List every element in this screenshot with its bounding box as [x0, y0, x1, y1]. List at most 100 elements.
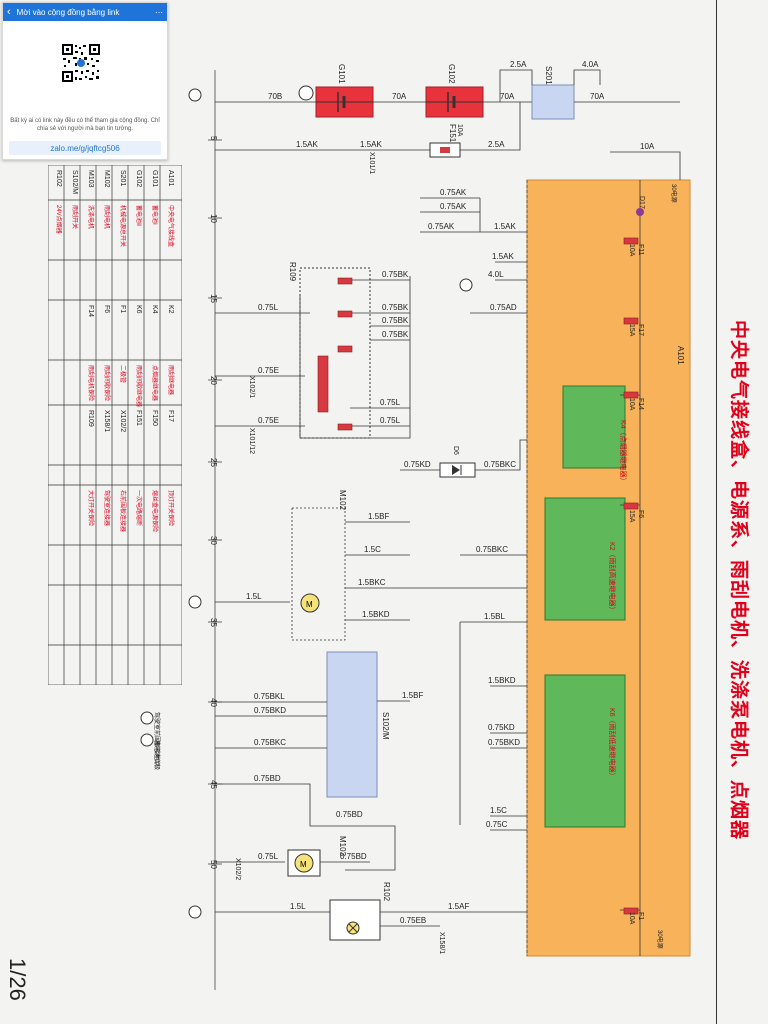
legend-name: 点烟器继电器 [151, 365, 159, 401]
wire-label: 0.75BK [382, 270, 409, 279]
wire-label: 0.75EB [400, 916, 426, 925]
component-label: F17 [637, 324, 644, 336]
motor-m102 [300, 593, 320, 613]
wire-label: 0.75BKC [254, 738, 286, 747]
legend-code: S102/M [71, 170, 78, 194]
legend-name: 雨刮间歇继电器 [135, 365, 143, 407]
component-label: G101 [337, 64, 346, 84]
component-label: X158/1 [438, 932, 445, 954]
legend-code: G101 [151, 170, 158, 187]
component-label: F6 [637, 510, 644, 518]
wire-label: 0.75BK [382, 303, 409, 312]
legend-code: M103 [87, 170, 94, 188]
wire-label: 0.75L [258, 303, 279, 312]
component-label: X101/12 [248, 428, 255, 454]
relay-k2-box [544, 497, 626, 621]
wire-label: 0.75C [486, 820, 508, 829]
wire-lines [215, 69, 681, 956]
legend-code: M102 [103, 170, 110, 188]
legend-code: F150 [151, 410, 158, 426]
legend-name: 大灯开关保险 [87, 490, 95, 526]
grid-number: 15 [209, 294, 218, 303]
r109-box [299, 267, 371, 439]
grid-number: 20 [209, 376, 218, 385]
legend-code: F151 [135, 410, 142, 426]
zalo-invite-popup: ‹ Mời vào cộng đồng bằng link ⋯ Bất kỳ a… [2, 2, 168, 160]
wire-label: 1.5L [290, 902, 306, 911]
wire-label: 1.5AK [296, 140, 318, 149]
wire-label: 70B [268, 92, 282, 101]
wire-label: 0.75L [258, 852, 279, 861]
legend-name: 雨刮间歇保险 [103, 365, 111, 401]
legend-name: 机械电源总开关 [119, 205, 127, 247]
component-label: 15A [628, 324, 635, 337]
grid-number: 5 [209, 136, 218, 141]
grid-number: 30 [209, 536, 218, 545]
legend-code: K6 [135, 305, 142, 314]
component-label: F11 [637, 244, 644, 256]
component-label: M102 [338, 490, 347, 511]
wire-label: 0.75AK [440, 188, 467, 197]
component-label: 10A [456, 124, 463, 137]
component-label: 30电源 [670, 184, 678, 203]
wire-label: 2.5A [488, 140, 505, 149]
legend-code: S201 [119, 170, 126, 186]
wire-label: 1.5AK [494, 222, 516, 231]
legend-code: F1 [119, 305, 126, 313]
legend-name: 雨刮电机保险 [87, 365, 95, 401]
wire-label: 0.75L [380, 398, 401, 407]
back-arrow-icon[interactable]: ‹ [7, 6, 11, 18]
legend-name: 24V点烟器 [55, 205, 63, 234]
component-label: K6（雨刮低速继电器） [608, 708, 617, 780]
more-options-icon[interactable]: ⋯ [155, 7, 163, 17]
wire-label: 4.0A [582, 60, 599, 69]
legend-code: F6 [103, 305, 110, 313]
zalo-invite-note: Bất kỳ ai có link này đều có thể tham gi… [10, 118, 160, 132]
legend-code: G102 [135, 170, 142, 187]
wire-label: 1.5BKD [488, 676, 516, 685]
wire-label: 1.5BL [484, 612, 505, 621]
battery-g101 [315, 86, 374, 118]
wire-label: 1.5C [364, 545, 381, 554]
legend-name: 中央电气接线盒 [167, 205, 175, 247]
wire-label: 70A [500, 92, 515, 101]
legend-name: 顶灯开关保险 [167, 490, 175, 526]
ground-symbol-icon [140, 711, 154, 725]
legend-code: F14 [87, 305, 94, 317]
wire-label: 1.5BKC [358, 578, 386, 587]
component-label: F14 [637, 398, 644, 410]
component-label: 30电源 [656, 930, 664, 949]
sheet-border [716, 0, 717, 1024]
wire-label: 1.5L [246, 592, 262, 601]
component-label: A101 [676, 346, 685, 365]
relay-k6-box [544, 674, 626, 828]
wire-label: 0.75BKC [476, 545, 508, 554]
wire-label: 0.75E [258, 366, 279, 375]
component-label: S102/M [381, 712, 390, 740]
legend-code: X102/2 [119, 410, 126, 432]
svg-text:M: M [300, 860, 307, 869]
wire-label: 0.75AK [440, 202, 467, 211]
legend-name: 二极管 [119, 365, 127, 383]
legend-code: K4 [151, 305, 158, 314]
component-label: D6 [452, 446, 459, 455]
component-label: M103 [338, 836, 347, 857]
zalo-popup-header: ‹ Mời vào cộng đồng bằng link ⋯ [3, 3, 167, 21]
legend-code: R109 [87, 410, 94, 427]
wire-label: 4.0L [488, 270, 504, 279]
wire-label: 0.75BK [382, 330, 409, 339]
wire-label: 0.75BKL [254, 692, 285, 701]
legend-code: R102 [55, 170, 62, 187]
legend-name: 蓄电池Ⅰ [151, 205, 159, 225]
wire-label: 1.5C [490, 806, 507, 815]
legend-table: A101中央电气接线盒K2雨刮继电器F17顶灯开关保险G101蓄电池ⅠK4点烟器… [48, 165, 182, 685]
zalo-invite-link[interactable]: zalo.me/g/jqftcg506 [9, 141, 161, 155]
wire-label: 1.5BF [368, 512, 389, 521]
symbol-label: 驾驶室前围板接地点 [153, 712, 161, 766]
component-label: X102/1 [248, 376, 255, 398]
component-label: K2（雨刮高速继电器） [608, 542, 617, 614]
component-label: 10A [628, 244, 635, 257]
grid-number: 25 [209, 458, 218, 467]
grid-number: 10 [209, 214, 218, 223]
wire-label: 0.75KD [404, 460, 431, 469]
